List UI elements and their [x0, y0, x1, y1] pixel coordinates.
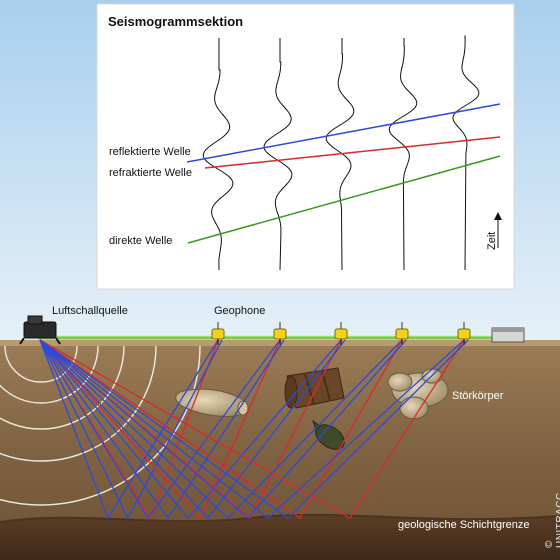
seismogram-title: Seismogrammsektion: [108, 14, 244, 29]
anomaly-label: Störkörper: [452, 390, 504, 402]
seismic-trace: [388, 38, 418, 271]
time-axis-label: Zeit: [486, 231, 498, 250]
geophone-array: [211, 322, 471, 345]
geophone: [395, 322, 409, 345]
refracted-wave-label: refraktierte Welle: [109, 167, 192, 179]
seismic-trace: [325, 38, 355, 271]
time-arrow-head: [494, 212, 502, 220]
geophone: [273, 322, 287, 345]
reflected-ray: [39, 339, 469, 519]
reflected-wave-label: reflektierte Welle: [109, 146, 191, 158]
refracted-ray: [39, 339, 281, 520]
bomb-object: [312, 419, 345, 450]
recorder-box: [491, 327, 525, 343]
boundary-label: geologische Schichtgrenze: [398, 519, 530, 531]
reflected-ray: [39, 339, 342, 520]
air-source-device: [19, 315, 61, 345]
seismogram-background: [96, 3, 515, 290]
reflected-ray: [39, 339, 346, 520]
refracted-ray: [39, 339, 403, 519]
ray-paths: [39, 339, 469, 520]
seismic-trace: [202, 38, 234, 271]
air-source-label: Luftschallquelle: [52, 305, 128, 317]
reflected-ray: [39, 339, 285, 520]
log-object: [175, 388, 249, 417]
copyright-credit: © UNITRACC: [544, 492, 560, 548]
reflected-ray: [39, 339, 403, 519]
geophones-label: Geophone: [214, 305, 266, 317]
deep-layer: [0, 514, 560, 560]
wavefront-arcs: [0, 345, 201, 506]
reflected-ray: [39, 339, 219, 520]
reflected-ray: [39, 339, 223, 520]
reflected-ray: [39, 339, 465, 519]
geophone: [334, 322, 348, 345]
barrel-object: [284, 367, 345, 409]
geophone: [457, 322, 471, 345]
reflected-ray: [39, 339, 407, 519]
direct-wave-label: direkte Welle: [109, 235, 173, 247]
seismic-trace: [452, 35, 480, 271]
reflected-ray: [39, 339, 281, 520]
refracted-wave-line: [204, 136, 501, 169]
refracted-ray: [39, 339, 465, 519]
direct-wave-line: [187, 155, 501, 244]
reflected-wave-line: [186, 103, 501, 163]
geophone: [211, 322, 225, 345]
seismogram-panel: [96, 3, 515, 290]
